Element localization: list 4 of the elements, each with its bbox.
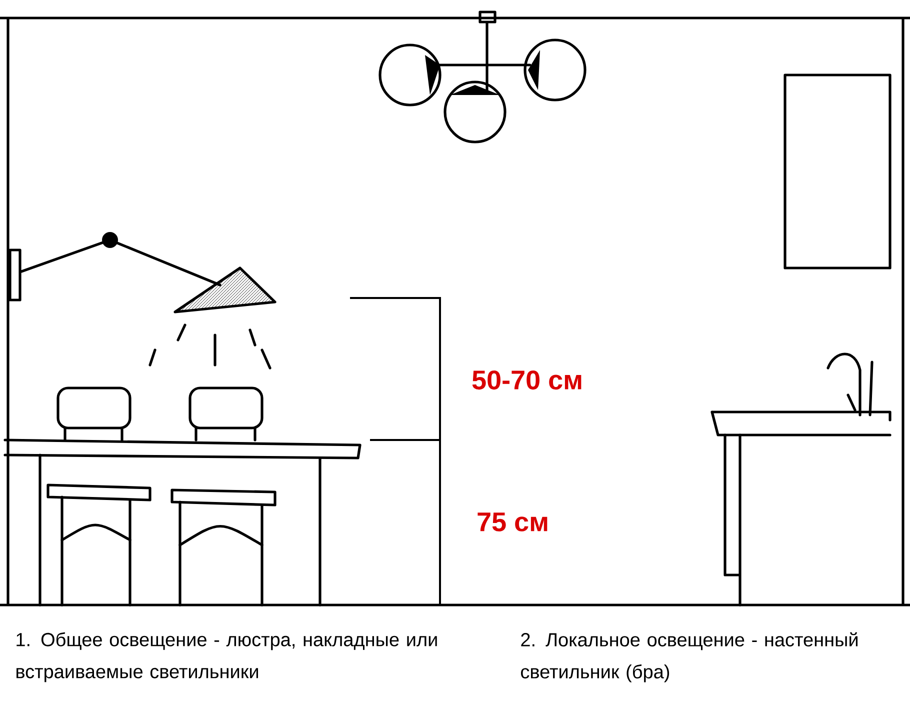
caption: 2. Локальное освещение - настенный светильник (бра) bbox=[521, 632, 858, 682]
caption: 1. Общее освещение - люстра, накладные или встраиваемые светильники bbox=[16, 632, 437, 682]
dimension-label: 75 см bbox=[478, 512, 548, 532]
dimension-label: 50-70 см bbox=[472, 370, 582, 390]
